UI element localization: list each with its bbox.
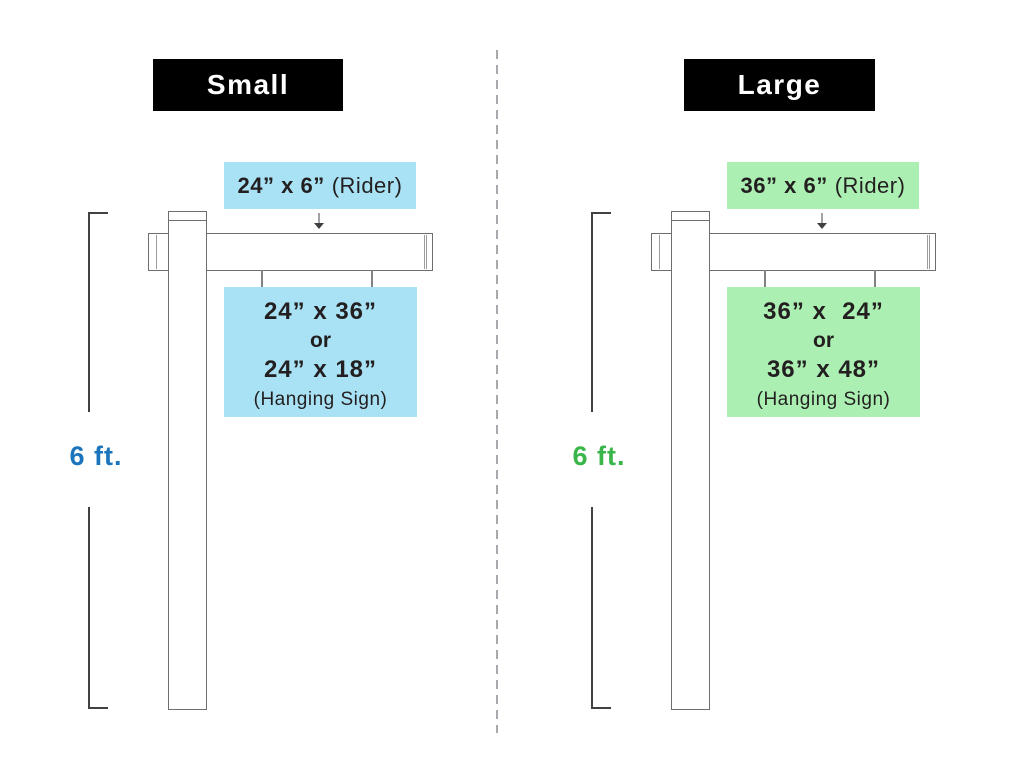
height-bracket-top (591, 212, 611, 412)
height-label: 6 ft. (572, 441, 626, 471)
rider-dimensions-text: 36” x 6” (740, 172, 828, 198)
hanging-sign-label: 24” x 36” or 24” x 18” (Hanging Sign) (224, 287, 417, 417)
cross-arm-right-endcap (424, 235, 427, 269)
hanging-sign-caption: (Hanging Sign) (253, 389, 388, 410)
hanger-link (764, 270, 766, 288)
rider-caption-text: (Rider) (834, 172, 906, 198)
size-category-title: Large (737, 69, 822, 100)
or-label: or (813, 329, 834, 352)
panel-large: Large 36” x 6” (Rider) 36” x 24” or 36” … (503, 0, 1000, 781)
rider-dimensions-text: 24” x 6” (237, 172, 325, 198)
post-cap-line (671, 220, 710, 221)
cross-arm-left-endcap (156, 235, 157, 269)
rider-caption-text: (Rider) (331, 172, 403, 198)
hanging-size-a: 24” x 36” (263, 298, 378, 325)
height-bracket-bottom (591, 507, 611, 709)
arrow-down-icon (815, 213, 829, 230)
hanger-link (261, 270, 263, 288)
hanger-link (874, 270, 876, 288)
cross-arm-right-endcap (927, 235, 930, 269)
arrow-head (314, 223, 324, 229)
hanging-size-a: 36” x 24” (763, 298, 884, 325)
hanging-size-b: 36” x 48” (766, 356, 881, 383)
rider-size-label: 24” x 6” (Rider) (224, 162, 416, 209)
height-bracket-top (88, 212, 108, 412)
cross-arm-left-endcap (659, 235, 660, 269)
post-cap-line (168, 220, 207, 221)
hanging-sign-label: 36” x 24” or 36” x 48” (Hanging Sign) (727, 287, 920, 417)
height-bracket-bottom (88, 507, 108, 709)
size-category-header: Small (153, 59, 343, 111)
size-category-header: Large (684, 59, 875, 111)
hanging-sign-caption: (Hanging Sign) (756, 389, 891, 410)
size-category-title: Small (206, 69, 290, 100)
rider-size-label: 36” x 6” (Rider) (727, 162, 919, 209)
height-label: 6 ft. (69, 441, 123, 471)
arrow-stem (821, 213, 823, 223)
sign-post (671, 211, 710, 710)
or-label: or (310, 329, 331, 352)
arrow-down-icon (312, 213, 326, 230)
sign-post (168, 211, 207, 710)
panel-small: Small 24” x 6” (Rider) 24” x 36” or 24” … (0, 0, 497, 781)
hanging-size-b: 24” x 18” (263, 356, 378, 383)
dashed-divider (496, 50, 498, 733)
arrow-head (817, 223, 827, 229)
arrow-stem (318, 213, 320, 223)
hanger-link (371, 270, 373, 288)
